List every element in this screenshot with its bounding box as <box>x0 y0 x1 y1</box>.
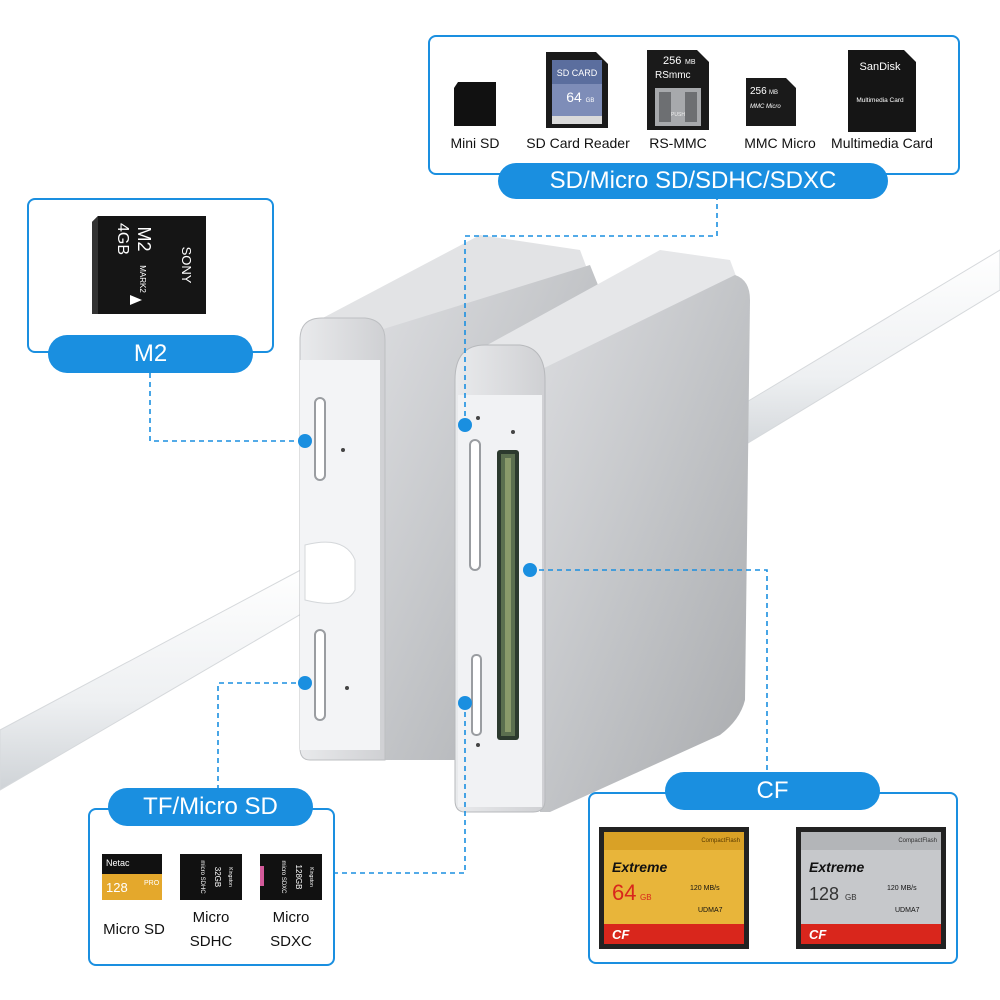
mmc-micro-face: MMC Micro <box>750 104 781 110</box>
netac-series: PRO <box>144 880 160 887</box>
kingston-microsdxc-icon: Kingston 128GB micro SDXC <box>260 854 322 900</box>
rs-mmc-card-icon: 256 MB RSmmc PUSH <box>647 50 709 130</box>
multimedia-card-brand: SanDisk <box>860 61 901 73</box>
sd-card-icon: SD CARD 64 GB <box>546 52 608 128</box>
sd-card-face-text: SD CARD <box>557 68 598 78</box>
cf128-udma: UDMA7 <box>895 907 920 914</box>
kingston-microsdhc-icon: Kingston 32GB micro SDHC <box>180 854 242 900</box>
mmc-micro-unit: MB <box>769 90 778 96</box>
cf-card-128gb-icon: CompactFlash Extreme 128 GB 120 MB/s UDM… <box>796 827 946 949</box>
mmc-micro-capacity: 256 <box>750 86 767 97</box>
cf64-capacity: 64 <box>612 880 636 905</box>
multimedia-card-icon: SanDisk Multimedia Card <box>848 50 916 132</box>
sd-panel-title: SD/Micro SD/SDHC/SDXC <box>498 163 888 199</box>
multimedia-card-label: Multimedia Card <box>831 135 933 151</box>
sd-card-reader-label: SD Card Reader <box>526 135 630 151</box>
netac-capacity: 128 <box>106 880 128 895</box>
netac-brand: Netac <box>106 858 130 868</box>
mini-sd-label: Mini SD <box>450 135 500 151</box>
cf64-udma: UDMA7 <box>698 907 723 914</box>
rs-mmc-unit: MB <box>685 59 696 66</box>
cf-panel-title: CF <box>665 772 880 810</box>
m2-mark: MARK2 <box>138 265 147 293</box>
rs-mmc-capacity: 256 <box>663 55 681 67</box>
cf128-unit: GB <box>845 893 857 902</box>
mmc-micro-card-icon: 256 MB MMC Micro <box>746 78 796 126</box>
sdxc-brand: Kingston <box>308 867 314 887</box>
mini-sd-card-icon <box>454 82 496 126</box>
m2-panel-title: M2 <box>48 335 253 373</box>
usb-cable-left <box>0 564 326 791</box>
cf64-unit: GB <box>640 893 652 902</box>
cf-card-64gb-icon: CompactFlash Extreme 64 GB 120 MB/s UDMA… <box>599 827 749 949</box>
sdhc-brand: Kingston <box>227 867 233 887</box>
micro-sdxc-label-1: Micro <box>272 909 310 926</box>
sdhc-capacity: 32GB <box>213 867 222 887</box>
cf128-bar: CF <box>809 927 827 942</box>
multimedia-card-face: Multimedia Card <box>856 97 904 104</box>
cf128-speed: 120 MB/s <box>887 885 917 892</box>
sdxc-capacity: 128GB <box>294 865 303 890</box>
memory-stick-m2-icon: SONY M2 4GB MARK2 <box>92 216 206 314</box>
netac-microsd-icon: Netac 128 PRO <box>102 854 162 900</box>
cf64-series: Extreme <box>612 859 667 875</box>
sdhc-type: micro SDHC <box>199 860 205 894</box>
cf128-brand-top: CompactFlash <box>898 838 937 844</box>
sdxc-type: micro SDXC <box>280 860 286 894</box>
cf128-series: Extreme <box>809 859 864 875</box>
micro-sdxc-label-2: SDXC <box>270 933 312 950</box>
cf64-speed: 120 MB/s <box>690 885 720 892</box>
micro-sdhc-label-2: SDHC <box>189 933 233 950</box>
cf64-bar: CF <box>612 927 630 942</box>
m2-capacity: 4GB <box>114 223 131 255</box>
rs-mmc-face: RSmmc <box>655 70 691 81</box>
micro-sd-label: Micro SD <box>103 921 165 938</box>
tf-panel-title: TF/Micro SD <box>108 788 313 826</box>
cf128-capacity: 128 <box>809 884 839 904</box>
rs-mmc-push: PUSH <box>671 112 685 118</box>
cf64-brand-top: CompactFlash <box>701 838 740 844</box>
m2-brand: SONY <box>179 247 194 284</box>
sd-card-capacity: 64 <box>566 89 582 105</box>
rs-mmc-label: RS-MMC <box>649 135 707 151</box>
micro-sdhc-label-1: Micro <box>192 909 230 926</box>
sd-card-unit: GB <box>586 98 595 104</box>
mmc-micro-label: MMC Micro <box>744 135 816 151</box>
m2-model: M2 <box>134 226 154 251</box>
